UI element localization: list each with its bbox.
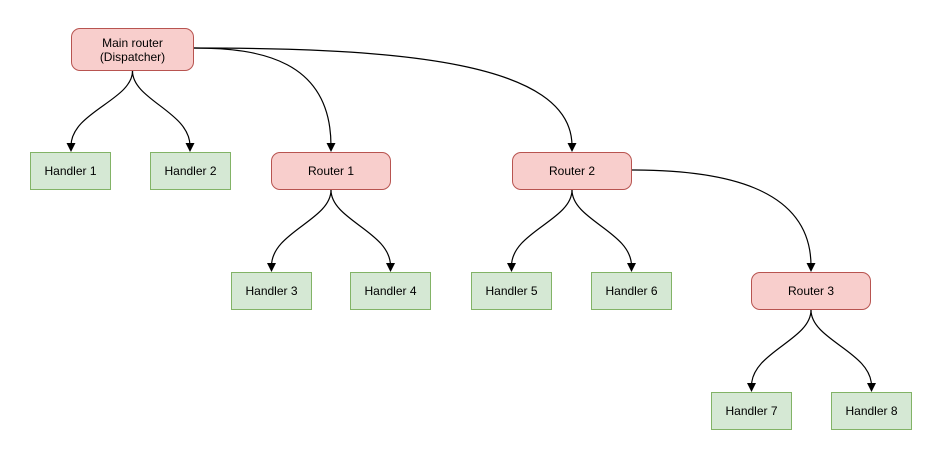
edge-line: [510, 189, 573, 267]
edge-r3-to-h7: [747, 309, 812, 392]
arrowhead-icon: [507, 263, 516, 272]
arrowhead-icon: [567, 143, 577, 152]
edge-line: [750, 309, 812, 387]
arrowhead-icon: [747, 383, 756, 392]
node-r2[interactable]: Router 2: [512, 152, 632, 190]
node-h2[interactable]: Handler 2: [150, 152, 231, 190]
edge-r1-to-h4: [330, 189, 395, 272]
node-label: Handler 1: [44, 164, 97, 178]
edge-r1-to-h3: [267, 189, 332, 272]
edge-line: [270, 189, 332, 267]
node-label: Handler 8: [845, 404, 898, 418]
edge-main-to-h1: [66, 70, 134, 152]
node-label: Handler 4: [364, 284, 417, 298]
edge-main-to-r2: [193, 47, 577, 152]
arrowhead-icon: [806, 263, 816, 272]
edge-line: [330, 189, 392, 267]
node-label: Handler 5: [485, 284, 538, 298]
node-label: Router 2: [548, 164, 596, 178]
arrowhead-icon: [867, 383, 876, 392]
arrowhead-icon: [386, 263, 395, 272]
edge-r3-to-h8: [810, 309, 876, 392]
edge-line: [571, 189, 633, 267]
node-label: Handler 2: [164, 164, 217, 178]
node-h4[interactable]: Handler 4: [350, 272, 431, 310]
node-main[interactable]: Main router (Dispatcher): [71, 28, 194, 71]
edge-line: [810, 309, 873, 387]
node-label: Router 3: [787, 284, 835, 298]
edge-line: [131, 70, 191, 147]
edge-r2-to-h6: [571, 189, 636, 272]
node-label: Handler 3: [245, 284, 298, 298]
edge-main-to-r1: [193, 47, 336, 152]
edge-line: [70, 70, 134, 147]
edge-line: [193, 47, 573, 147]
arrowhead-icon: [326, 143, 336, 152]
arrowhead-icon: [66, 143, 76, 152]
arrowhead-icon: [627, 263, 636, 272]
arrowhead-icon: [267, 263, 276, 272]
edge-r2-to-r3: [631, 169, 816, 272]
edge-r2-to-h5: [507, 189, 573, 272]
node-label: Handler 7: [725, 404, 778, 418]
node-h7[interactable]: Handler 7: [711, 392, 792, 430]
node-label: Handler 6: [605, 284, 658, 298]
node-label: Main router (Dispatcher): [99, 35, 166, 64]
edge-main-to-h2: [131, 70, 195, 152]
node-r1[interactable]: Router 1: [271, 152, 391, 190]
node-label: Router 1: [307, 164, 355, 178]
node-h5[interactable]: Handler 5: [471, 272, 552, 310]
node-h1[interactable]: Handler 1: [30, 152, 111, 190]
edge-line: [631, 169, 812, 267]
node-h8[interactable]: Handler 8: [831, 392, 912, 430]
node-h3[interactable]: Handler 3: [231, 272, 312, 310]
arrowhead-icon: [185, 143, 195, 152]
node-h6[interactable]: Handler 6: [591, 272, 672, 310]
edge-line: [193, 47, 332, 147]
node-r3[interactable]: Router 3: [751, 272, 871, 310]
